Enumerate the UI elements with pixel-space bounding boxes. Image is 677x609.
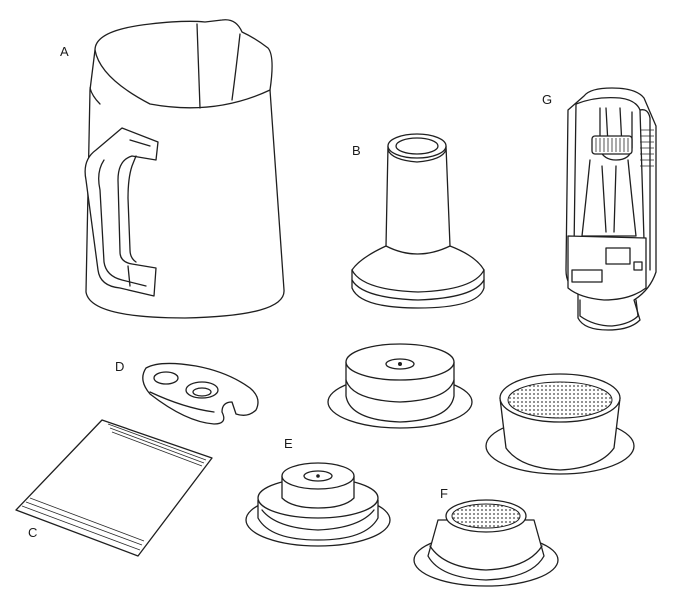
label-c: C [28, 525, 38, 540]
mesh-filter-basket-icon [485, 373, 635, 475]
label-b: B [352, 143, 361, 158]
water-filter-holder-icon [565, 87, 657, 331]
single-wall-filter-basket-icon [413, 499, 559, 587]
cleaning-tablet-pouch-icon [15, 419, 213, 557]
pressurized-filter-basket-icon [245, 462, 391, 547]
label-d: D [115, 359, 125, 374]
milk-jug-icon [84, 19, 285, 319]
label-g: G [542, 92, 553, 107]
cleaning-disc-tool-icon [142, 362, 259, 425]
dual-filter-basket-icon [327, 343, 473, 429]
label-a: A [60, 44, 69, 59]
tamper-icon [351, 133, 485, 309]
label-e: E [284, 436, 293, 451]
label-f: F [440, 486, 448, 501]
